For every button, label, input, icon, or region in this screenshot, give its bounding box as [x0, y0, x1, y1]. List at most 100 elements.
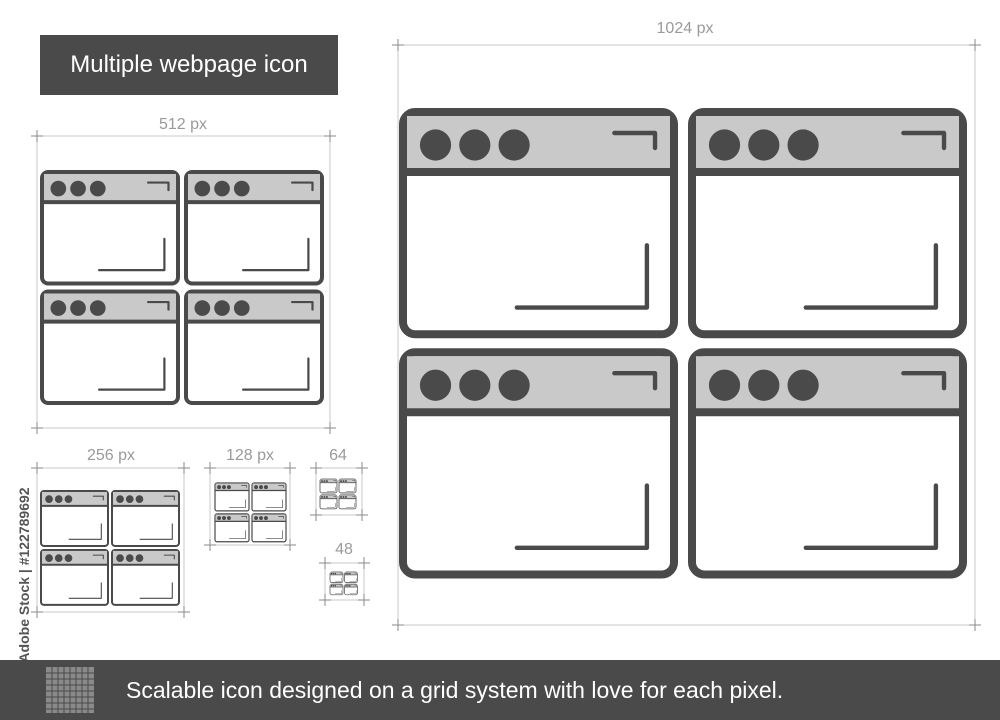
icon-1024-tl-corner-mark-bottom — [514, 243, 650, 310]
icon-48-bl-corner-mark-bottom — [335, 590, 342, 594]
icon-128-br-corner-mark-bottom — [265, 530, 283, 539]
icon-512-tr-dot-icon — [233, 180, 250, 197]
icon-1024-tl-dot-icon — [498, 129, 530, 161]
icon-64-tr-header — [339, 479, 356, 483]
icon-1024-br-corner-mark-bottom — [803, 483, 939, 550]
icon-64-bl-corner-mark-top — [333, 496, 337, 498]
icon-48-br-dot-icon — [345, 584, 347, 587]
icon-48-bl-corner-mark-top — [339, 584, 343, 587]
icon-48-br-dot-icon — [347, 584, 349, 587]
icon-64-bl-dot-icon — [321, 496, 324, 498]
icon-256-br-dot-icon — [116, 554, 124, 562]
icon-48-tr-corner-mark-top — [354, 572, 357, 574]
icon-512-bl-corner-mark-bottom — [98, 357, 166, 391]
icon-128-bl-corner-mark-top — [241, 516, 247, 519]
icon-512-tl-corner-mark-bottom — [98, 237, 166, 272]
icon-1024-bl-corner-mark-top — [612, 371, 658, 391]
icon-256-tl-dot-icon — [54, 495, 63, 504]
icon-48-br-header — [344, 584, 358, 588]
icon-1024-bl-dot-icon — [459, 369, 491, 401]
icon-256-bl-dot-icon — [45, 554, 53, 562]
icon-512-tr-corner-mark-top — [290, 181, 314, 192]
icon-64-tl-corner-mark-top — [333, 480, 337, 482]
icon-1024-tl-dot-icon — [419, 129, 452, 161]
icon-48-bl-header — [330, 584, 343, 588]
icon-256-tr-dot-icon — [125, 495, 134, 504]
icon-512-bl-dot-icon — [70, 300, 86, 316]
icon-48-tl-dot-icon — [332, 572, 335, 575]
icon-64-bl-dot-icon — [323, 496, 326, 498]
icon-512-tr-corner-mark-bottom — [242, 237, 310, 272]
icon-48-tl-dot-icon — [330, 572, 333, 575]
footer-bar: Scalable icon designed on a grid system … — [0, 660, 1000, 720]
icon-512-tl-dot-icon — [50, 180, 67, 197]
icon-1024-br-corner-mark-top — [901, 371, 947, 391]
icon-48-bl-dot-icon — [330, 584, 333, 587]
icon-128-tr-dot-icon — [259, 485, 263, 490]
icon-48-tl-header — [330, 572, 343, 575]
icon-512-br-dot-icon — [214, 300, 230, 316]
icon-1024-bl-corner-mark-bottom — [514, 483, 650, 550]
icon-1024-tr-corner-mark-top — [901, 130, 947, 151]
icon-1024-tr-dot-icon — [708, 129, 741, 161]
icon-256-bl-corner-mark-top — [92, 554, 104, 560]
icon-512-bl-dot-icon — [89, 300, 106, 316]
icon-128-tl-dot-icon — [217, 485, 222, 490]
footer-tagline: Scalable icon designed on a grid system … — [126, 676, 784, 703]
icon-48-br-corner-mark-top — [354, 584, 357, 587]
icon-1024-br-dot-icon — [787, 369, 819, 401]
icon-256-br-dot-icon — [135, 554, 144, 562]
icon-256-bl-corner-mark-bottom — [68, 582, 102, 599]
icon-48-br-corner-mark-bottom — [349, 590, 357, 594]
icon-128-tr-corner-mark-top — [278, 485, 284, 488]
icon-256-br-dot-icon — [125, 554, 134, 562]
icon-128-tr-header — [252, 483, 286, 491]
size-label-64: 64 — [329, 447, 347, 464]
icon-512-tr-dot-icon — [214, 180, 230, 197]
icon-64-tl-corner-mark-bottom — [326, 487, 336, 492]
icon-512-tr-dot-icon — [194, 180, 211, 197]
icon-512-bl-corner-mark-top — [146, 300, 170, 311]
icon-48-br-dot-icon — [349, 584, 351, 587]
icon-48-tl-dot-icon — [334, 572, 337, 575]
size-label-1024: 1024 px — [656, 20, 714, 37]
icon-256-tr-dot-icon — [116, 495, 124, 504]
icon-64-tl-dot-icon — [323, 480, 326, 483]
icon-128-br-dot-icon — [259, 516, 263, 520]
icon-128-tl-header — [215, 483, 249, 491]
icon-48-tr-dot-icon — [345, 572, 347, 575]
icon-128-tl-corner-mark-top — [241, 485, 247, 488]
icon-64-tl-header — [320, 479, 337, 483]
icon-64-bl-header — [320, 495, 337, 499]
icon-256-tr-corner-mark-bottom — [139, 523, 173, 540]
icon-48-tr-dot-icon — [347, 572, 349, 575]
icon-128-bl-corner-mark-bottom — [228, 530, 246, 539]
icon-64-br-dot-icon — [344, 496, 347, 498]
icon-64-bl-corner-mark-bottom — [326, 503, 336, 508]
icon-256-tl-corner-mark-top — [92, 495, 104, 501]
grid-icon — [46, 667, 94, 713]
icon-48-tr-corner-mark-bottom — [349, 578, 357, 582]
size-label-512: 512 px — [158, 116, 208, 133]
icon-1024-br-dot-icon — [748, 369, 780, 401]
icon-1024-tl-dot-icon — [459, 129, 491, 161]
icon-128-bl-header — [215, 514, 249, 522]
icon-128-bl-dot-icon — [222, 516, 226, 520]
icon-128-tl-corner-mark-bottom — [228, 499, 246, 508]
icon-48-tl-corner-mark-top — [339, 572, 343, 574]
icon-64-br-dot-icon — [340, 496, 343, 498]
icon-256-bl-dot-icon — [64, 554, 73, 562]
icon-previews — [31, 39, 981, 631]
icon-48-tr-header — [344, 572, 358, 575]
icon-64-tr-dot-icon — [340, 480, 343, 483]
icon-128-tr-corner-mark-bottom — [265, 499, 283, 508]
icon-256-bl-dot-icon — [54, 554, 63, 562]
icon-128-bl-dot-icon — [217, 516, 222, 520]
icon-48-tr-dot-icon — [349, 572, 351, 575]
icon-64-tl-dot-icon — [321, 480, 324, 483]
icon-48-bl-dot-icon — [334, 584, 337, 587]
icon-64-br-header — [339, 495, 356, 499]
icon-128-tr-dot-icon — [263, 485, 268, 490]
icon-512-br-dot-icon — [233, 300, 250, 316]
icon-512-br-corner-mark-top — [290, 300, 314, 311]
